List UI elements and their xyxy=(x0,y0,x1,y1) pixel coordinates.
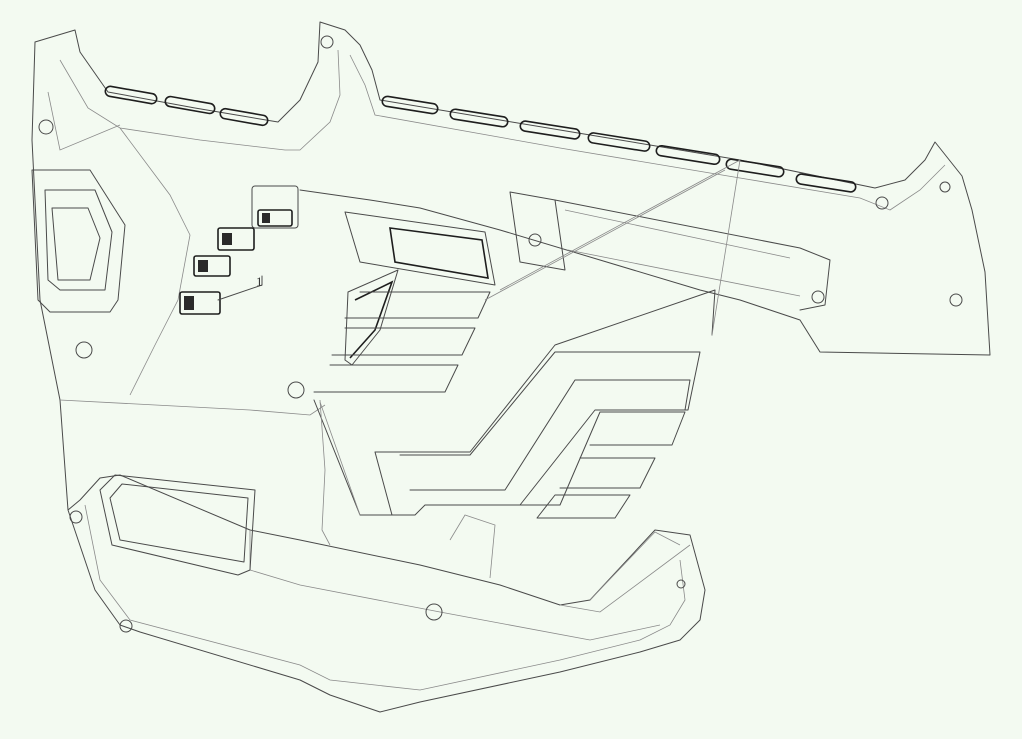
side-handle xyxy=(31,169,126,313)
inner-contour-lower xyxy=(84,504,686,691)
lower-pocket xyxy=(99,474,256,576)
inner-contour-upper xyxy=(59,49,946,211)
vent-row-left xyxy=(104,85,269,127)
callout-1: 1 xyxy=(217,274,263,301)
chevron-insert xyxy=(313,269,716,519)
lower-folds xyxy=(319,399,691,613)
mounting-holes xyxy=(38,35,963,633)
callout-label: 1 xyxy=(256,274,263,289)
section-lines xyxy=(484,159,741,336)
vent-row-right xyxy=(381,95,857,193)
inner-contour-side xyxy=(47,91,326,416)
upper-pocket xyxy=(344,191,831,311)
panel-outline xyxy=(31,21,991,713)
switch-cluster xyxy=(179,185,299,315)
